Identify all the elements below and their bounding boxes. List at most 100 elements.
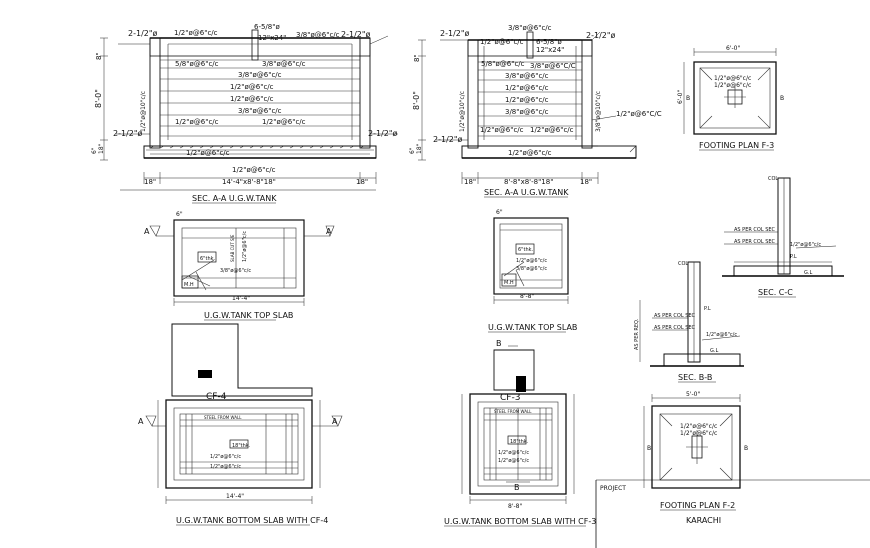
bar-label-2: 1/2"ø@6"c/c (498, 458, 529, 464)
bottom-slab-left: CF-4 A A 18"thk. 1/2"ø@6"c/c 1/2"ø@6"c/c… (138, 323, 343, 526)
top-slab-middle: 6"thk. M.H 1/2"ø@6"c/c 3/8"ø@6"c/c 8'-8"… (488, 209, 577, 333)
main-bar-label: 6-5/8"ø (254, 23, 280, 31)
section-mark-left: A (144, 227, 150, 236)
bar-top-label: 1/2"ø@6"c/c (480, 38, 524, 46)
section-title: SEC. B-B (678, 373, 712, 382)
section-mark-left: A (138, 417, 144, 426)
bar-label-1: 1/2"ø@6"c/c (242, 231, 248, 262)
height-mid-label: 8'-0" (94, 89, 103, 108)
column-label: COL (678, 261, 688, 267)
rebar-row-2: 1/2"ø@6"c/c (505, 84, 549, 92)
height-label: AS PER REQ. (634, 318, 640, 350)
dimension-left: 18" (144, 178, 156, 186)
manhole-label: M.H (184, 282, 194, 288)
base-bar-label: 1/2"ø@6"c/c (186, 149, 230, 157)
section-title: SEC. C-C (758, 288, 793, 297)
bar-label-1: 1/2"ø@6"c/c (210, 454, 241, 460)
footing-title: FOOTING PLAN F-2 (660, 501, 735, 510)
dimension-top: 5'-0" (686, 391, 700, 398)
bar-label-1: 1/2"ø@6"c/c (516, 258, 547, 264)
footing-title: FOOTING PLAN F-3 (699, 141, 774, 150)
cover-right-label: 2-1/2"ø (586, 31, 616, 40)
side-dimension: 6'-0" (677, 90, 684, 104)
height-top-label: 8" (95, 52, 103, 60)
as-per-column-2: AS PER COL SEC (734, 239, 776, 245)
rebar-row-1: 3/8"ø@6"c/c (238, 71, 282, 79)
bar-label-2: 3/8"ø@6"c/c (516, 266, 547, 272)
bar-label-2: 1/2"ø@6"c/c (714, 82, 751, 89)
cover-left-label: 2-1/2"ø (440, 29, 470, 38)
ground-level-label: G.L (804, 270, 812, 276)
steel-note-top: STEEL FROM WALL (204, 415, 242, 420)
rebar-row-3: 1/2"ø@6"c/c (230, 95, 274, 103)
steel-note-top: STEEL FROM WALL (494, 409, 532, 414)
column-footing-label: CF-4 (206, 392, 227, 402)
bar-top-label: 1/2"ø@6"c/c (174, 29, 218, 37)
left-label: B (647, 445, 651, 452)
height-bottom-1: 6" (91, 147, 98, 154)
dimension-width: 14'-4" (232, 295, 250, 302)
cover-right-label: 2-1/2"ø (341, 30, 371, 39)
column-footing-block (198, 370, 212, 378)
bar-label: 1/2"ø@6"c/c (706, 332, 737, 338)
right-callout-label: 1/2"ø@6"C/C (616, 110, 662, 118)
height-bottom-1: 6" (409, 147, 416, 154)
dimension-width: 14'-4" (226, 493, 244, 500)
side-label: B (780, 95, 784, 102)
beam-size-label: 12"x24" (536, 46, 564, 54)
beam-size-label: 12"x24" (258, 34, 286, 42)
section-mark-right: A (332, 417, 338, 426)
section-mark-top: B (496, 339, 502, 348)
left-label: B (686, 95, 690, 102)
bar-label-1: 1/2"ø@6"c/c (714, 75, 751, 82)
base-bar-label-2: 1/2"ø@6"c/c (232, 166, 276, 174)
dimension-right: 18" (580, 178, 592, 186)
bar-label-1: 1/2"ø@6"c/c (680, 423, 717, 430)
section-a-a-middle: 2-1/2"ø 2-1/2"ø 3/8"ø@6"c/c 1/2"ø@6"c/c … (409, 24, 662, 198)
bar-label: 1/2"ø@6"c/c (790, 242, 821, 248)
base-cover-left: 2-1/2"ø (433, 135, 463, 144)
section-mark-right: A (326, 227, 332, 236)
base-bar-label: 1/2"ø@6"c/c (508, 149, 552, 157)
dimension-top: 6'-0" (726, 45, 740, 52)
dimension-top: 6" (176, 211, 183, 218)
height-bottom-2: 18" (416, 143, 423, 154)
bar-low-right-label: 1/2"ø@6"c/c (262, 118, 306, 126)
plinth-level-label: P.L (704, 306, 711, 312)
bottom-slab-middle: CF-3 B B 18"thk. 1/2"ø@6"c/c 1/2"ø@6"c/c… (444, 339, 596, 527)
main-bar-label: 6-5/8"ø (536, 38, 562, 46)
ground-level-label: G.L (710, 348, 718, 354)
bar-mid-label: 3/8"ø@6"C/C (530, 62, 576, 70)
as-per-column-2: AS PER COL SEC (654, 325, 696, 331)
rebar-row-4: 3/8"ø@6"c/c (505, 108, 549, 116)
cover-left-label: 2-1/2"ø (128, 29, 158, 38)
section-a-a-left: 2-1/2"ø 2-1/2"ø 1/2"ø@6"c/c 3/8"ø@6"c/c … (91, 23, 398, 204)
bar-mid-label: 3/8"ø@6"c/c (262, 60, 306, 68)
bar-low-right-label: 1/2"ø@6"c/c (530, 126, 574, 134)
thickness-label: 18"thk. (232, 443, 251, 449)
city-label: KARACHI (686, 516, 721, 525)
height-top-label: 8" (413, 54, 421, 62)
dimension-width: 8'-8" (520, 293, 534, 300)
slab-title: U.G.W.TANK TOP SLAB (204, 311, 293, 320)
column-footing-label: CF-3 (500, 393, 520, 403)
slab-title: U.G.W.TANK TOP SLAB (488, 323, 577, 332)
base-cover-left: 2-1/2"ø (113, 129, 143, 138)
base-cover-right: 2-1/2"ø (368, 129, 398, 138)
thickness-label: 6"thk. (200, 256, 216, 262)
wall-right-bar-label: 3/8"ø@10"c/c (595, 91, 602, 132)
bar-label-2: 3/8"ø@6"c/c (220, 268, 251, 274)
slab-note: SLAB CUT S/E (230, 234, 235, 262)
section-title: SEC. A-A U.G.W.TANK (484, 188, 569, 197)
column-label: COL (768, 176, 778, 182)
dimension-right: 18" (356, 178, 368, 186)
bar-left-top-label: 5/8"ø@6"c/c (175, 60, 219, 68)
bar-label-2: 1/2"ø@6"c/c (210, 464, 241, 470)
thickness-label: 6"thk. (518, 247, 534, 253)
footing-plan-f2: 5'-0" 1/2"ø@6"c/c 1/2"ø@6"c/c B B FOOTIN… (643, 391, 748, 511)
dimension-width: 8'-8" (508, 503, 522, 510)
bar-low-label: 1/2"ø@6"c/c (480, 126, 524, 134)
section-title: SEC. A-A U.G.W.TANK (192, 194, 277, 203)
side-label: B (744, 445, 748, 452)
